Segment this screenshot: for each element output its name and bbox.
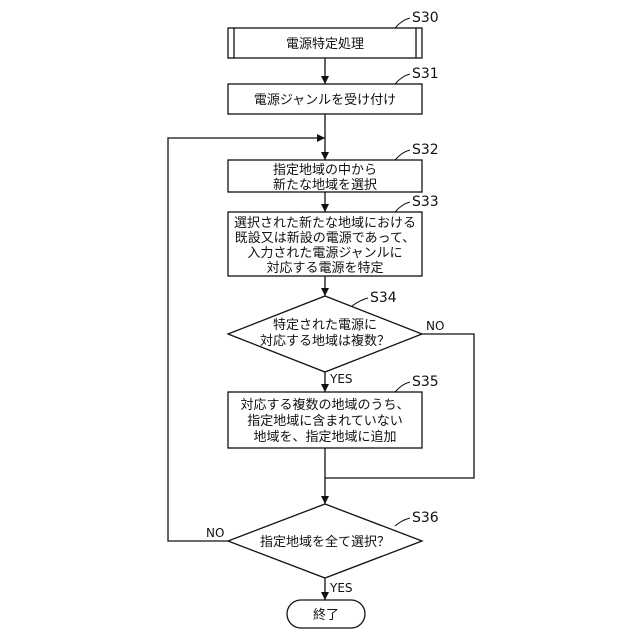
s31-text-line-1: 電源ジャンルを受け付け	[254, 93, 396, 108]
s32-text-line-1: 指定地域の中から	[273, 163, 377, 178]
s31-step-label: S31	[412, 66, 439, 82]
s33-text-line-4: 対応する電源を特定	[266, 261, 383, 276]
step-s32-process: 指定地域の中から 新たな地域を選択	[228, 160, 422, 193]
s33-text-line-3: 入力された電源ジャンルに	[247, 246, 402, 261]
s36-yes-label: YES	[329, 581, 353, 595]
step-s31-process: 電源ジャンルを受け付け	[228, 84, 422, 114]
s36-no-label: NO	[206, 526, 224, 540]
s36-text-line-1: 指定地域を全て選択？	[260, 534, 390, 550]
s36-step-label: S36	[412, 510, 439, 526]
s34-step-label: S34	[370, 290, 397, 306]
step-s35-process: 対応する複数の地域のうち、 指定地域に含まれていない 地域を、指定地域に追加	[228, 392, 422, 448]
s35-text-line-3: 地域を、指定地域に追加	[253, 429, 396, 445]
s35-step-label: S35	[412, 374, 439, 390]
step-s34-decision: 特定された電源に 対応する地域は複数？	[228, 296, 422, 372]
end-text: 終了	[313, 607, 339, 623]
s34-text-line-2: 対応する地域は複数？	[260, 333, 390, 349]
step-s33-process: 選択された新たな地域における 既設又は新設の電源であって、 入力された電源ジャン…	[228, 212, 422, 276]
end-terminator: 終了	[287, 600, 365, 628]
s32-text-line-2: 新たな地域を選択	[273, 177, 377, 193]
s30-step-label: S30	[412, 10, 439, 26]
s30-text-line-1: 電源特定処理	[286, 37, 364, 52]
s33-text-line-2: 既設又は新設の電源であって、	[235, 230, 416, 246]
s35-text-line-2: 指定地域に含まれていない	[247, 413, 403, 429]
s35-text-line-1: 対応する複数の地域のうち、	[240, 397, 409, 413]
s32-step-label: S32	[412, 142, 439, 158]
s34-yes-label: YES	[329, 372, 353, 386]
s34-text-line-1: 特定された電源に	[273, 318, 377, 333]
s33-text-line-1: 選択された新たな地域における	[234, 215, 416, 231]
step-s36-decision: 指定地域を全て選択？	[228, 504, 422, 578]
s34-no-label: NO	[426, 319, 444, 333]
s33-step-label: S33	[412, 194, 439, 210]
step-s30-predefined-process: 電源特定処理	[228, 28, 422, 58]
